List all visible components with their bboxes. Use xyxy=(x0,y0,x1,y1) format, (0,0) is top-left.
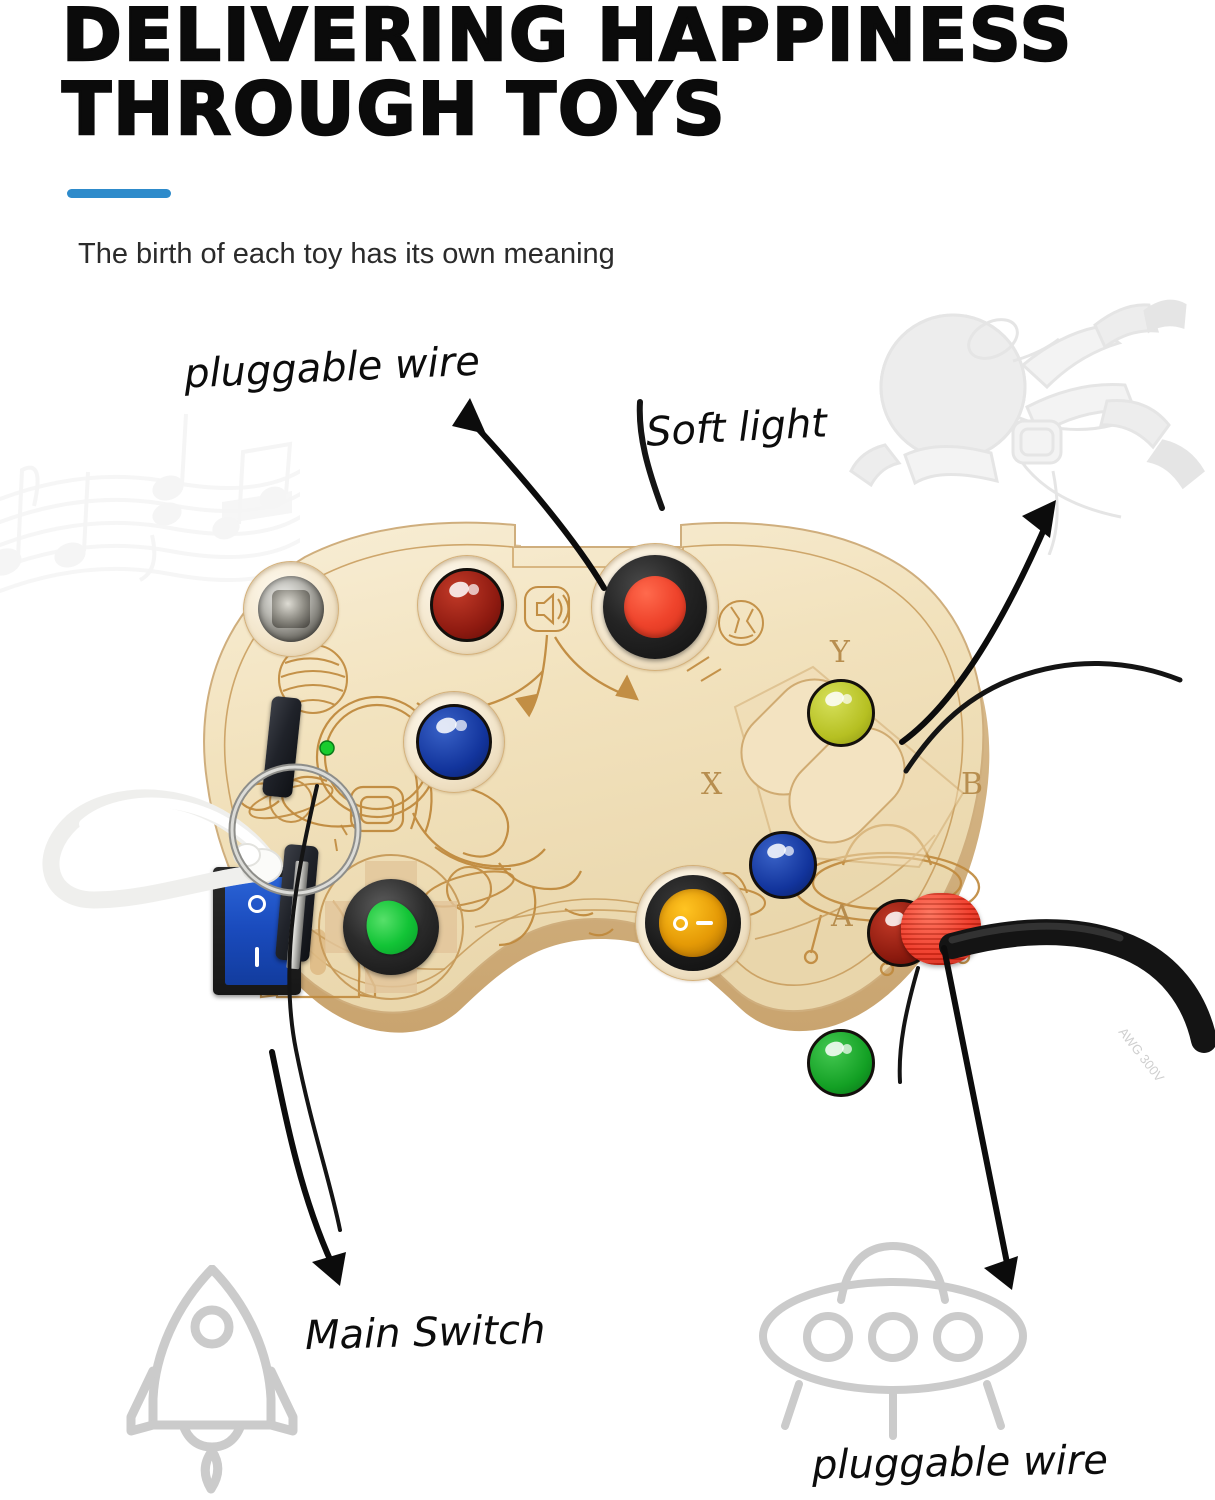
page-title: DELIVERING HAPPINESS THROUGH TOYS xyxy=(61,0,1074,151)
round-rocker-amber-recess xyxy=(635,865,751,981)
face-button-label-a: A xyxy=(831,899,853,934)
arrow-pluggable-wire-top xyxy=(467,417,607,591)
wooden-controller-board: Y X B A xyxy=(95,495,1055,1195)
led-button-blue-center[interactable] xyxy=(416,704,492,780)
page-subtitle: The birth of each toy has its own meanin… xyxy=(78,238,615,270)
face-button-label-y: Y xyxy=(830,635,850,670)
led-button-red-top-recess xyxy=(417,555,517,655)
arrow-pluggable-wire-bottom xyxy=(941,945,1011,1271)
face-button-label-x: X xyxy=(701,767,723,802)
round-rocker-amber[interactable] xyxy=(645,875,741,971)
push-button-red[interactable] xyxy=(603,555,707,659)
led-button-red-top[interactable] xyxy=(430,568,504,642)
key-switch-recess xyxy=(243,561,339,657)
arrowhead-pluggable-wire-top xyxy=(452,398,486,434)
callout-soft-light: Soft light xyxy=(644,400,829,456)
led-button-a[interactable] xyxy=(807,1029,875,1097)
speaker-icon xyxy=(523,585,571,633)
arrow-soft-light xyxy=(899,517,1051,745)
led-button-y[interactable] xyxy=(807,679,875,747)
callout-main-switch: Main Switch xyxy=(304,1306,547,1360)
arrowhead-soft-light xyxy=(1022,500,1056,538)
led-button-blue-center-recess xyxy=(403,691,505,793)
switch-mark-i xyxy=(254,947,259,968)
led-button-x[interactable] xyxy=(749,831,817,899)
rocker-mark-dash xyxy=(696,921,713,925)
key-switch-barrel[interactable] xyxy=(258,576,324,642)
arrowhead-pluggable-wire-bottom xyxy=(984,1256,1018,1290)
push-button-red-recess xyxy=(591,543,719,671)
arrowhead-main-switch xyxy=(312,1252,346,1286)
header: DELIVERING HAPPINESS THROUGH TOYS The bi… xyxy=(0,0,1215,300)
face-button-label-b: B xyxy=(961,767,984,802)
callout-pluggable-wire-bottom: pluggable wire xyxy=(811,1437,1109,1489)
arrow-main-switch xyxy=(269,1049,335,1267)
rocker-mark-o xyxy=(673,915,688,931)
accent-divider xyxy=(67,189,171,198)
